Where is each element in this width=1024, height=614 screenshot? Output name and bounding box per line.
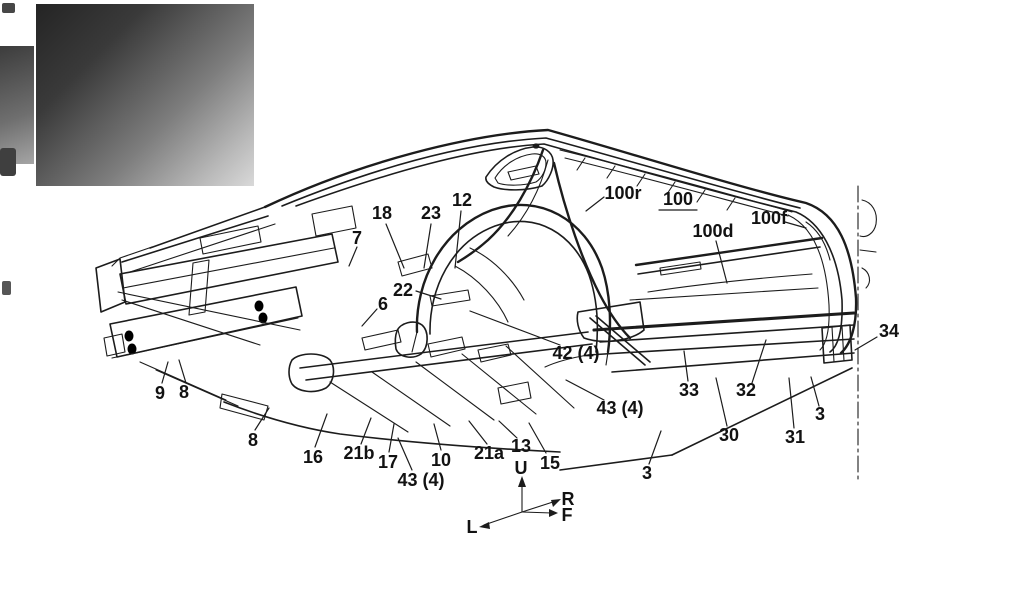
reference-numeral: R	[562, 489, 575, 509]
reference-numeral: 16	[303, 447, 323, 467]
reference-numeral: 8	[248, 430, 258, 450]
leader-line	[385, 223, 405, 269]
reference-numeral: L	[467, 517, 478, 537]
reference-numeral: F	[562, 505, 573, 525]
leader-line	[433, 423, 442, 451]
leader-line	[788, 377, 795, 429]
reference-numeral: 32	[736, 380, 756, 400]
reference-numeral: 43 (4)	[596, 398, 643, 418]
leader-line	[585, 196, 605, 212]
leader-line	[348, 246, 358, 267]
scan-speck	[2, 3, 15, 13]
scan-shadow-strip	[0, 46, 34, 164]
leader-line	[715, 377, 728, 427]
reference-numeral: 23	[421, 203, 441, 223]
reference-numeral: 42 (4)	[552, 343, 599, 363]
reference-numeral: 13	[511, 436, 531, 456]
leader-line	[415, 290, 442, 300]
scan-speck	[0, 148, 16, 176]
reference-numeral: 31	[785, 427, 805, 447]
leader-line	[810, 376, 820, 407]
side-sill	[544, 311, 856, 471]
reference-numeral: 22	[393, 280, 413, 300]
wheel-arch	[394, 203, 612, 366]
reference-numeral: 15	[540, 453, 560, 473]
leader-line	[360, 417, 372, 445]
scan-shadow-block	[36, 4, 254, 186]
reference-numeral: 21a	[474, 443, 505, 463]
scan-speck	[2, 281, 11, 295]
reference-numeral: 6	[378, 294, 388, 314]
section-cut-line	[857, 185, 877, 483]
leader-line	[854, 336, 878, 351]
reference-numeral: 3	[815, 404, 825, 424]
quarter-window	[485, 146, 554, 191]
leader-line	[397, 437, 413, 471]
reference-numeral: 100f	[751, 208, 788, 228]
leader-line	[715, 240, 728, 284]
reference-numeral: 43 (4)	[397, 470, 444, 490]
leader-line	[388, 423, 395, 453]
reference-numeral: 33	[679, 380, 699, 400]
reference-numeral: 17	[378, 452, 398, 472]
reference-numeral: 34	[879, 321, 899, 341]
reference-numeral: 3	[642, 463, 652, 483]
reference-numeral: 18	[372, 203, 392, 223]
leader-line	[751, 339, 767, 384]
leader-line	[683, 350, 689, 382]
reference-numeral: 100r	[604, 183, 641, 203]
reference-numeral: 8	[179, 382, 189, 402]
reference-numeral: 12	[452, 190, 472, 210]
leader-line	[469, 310, 561, 346]
leader-line	[468, 420, 488, 445]
leader-line	[565, 379, 605, 401]
leader-line	[423, 223, 432, 269]
leader-line	[648, 430, 662, 465]
leader-line	[361, 308, 378, 327]
leader-line	[254, 407, 270, 431]
reference-numeral: 7	[352, 228, 362, 248]
roof-arcs	[263, 128, 858, 355]
reference-numeral: 30	[719, 425, 739, 445]
reference-numeral: 9	[155, 383, 165, 403]
reference-numeral: 100	[663, 189, 693, 209]
reference-numeral: 100d	[692, 221, 733, 241]
leader-line	[314, 413, 328, 448]
leader-line	[784, 221, 807, 229]
reference-numeral: 10	[431, 450, 451, 470]
leader-line	[498, 420, 518, 439]
orientation-axes	[479, 476, 561, 529]
leader-line	[178, 359, 187, 384]
door-beltline	[629, 236, 824, 301]
leader-line	[528, 422, 547, 454]
leader-line	[161, 361, 169, 384]
leader-line	[454, 210, 462, 269]
leader-lines	[161, 196, 878, 471]
reference-numeral: 21b	[343, 443, 374, 463]
reference-numeral: U	[515, 458, 528, 478]
rear-structure	[95, 205, 357, 421]
